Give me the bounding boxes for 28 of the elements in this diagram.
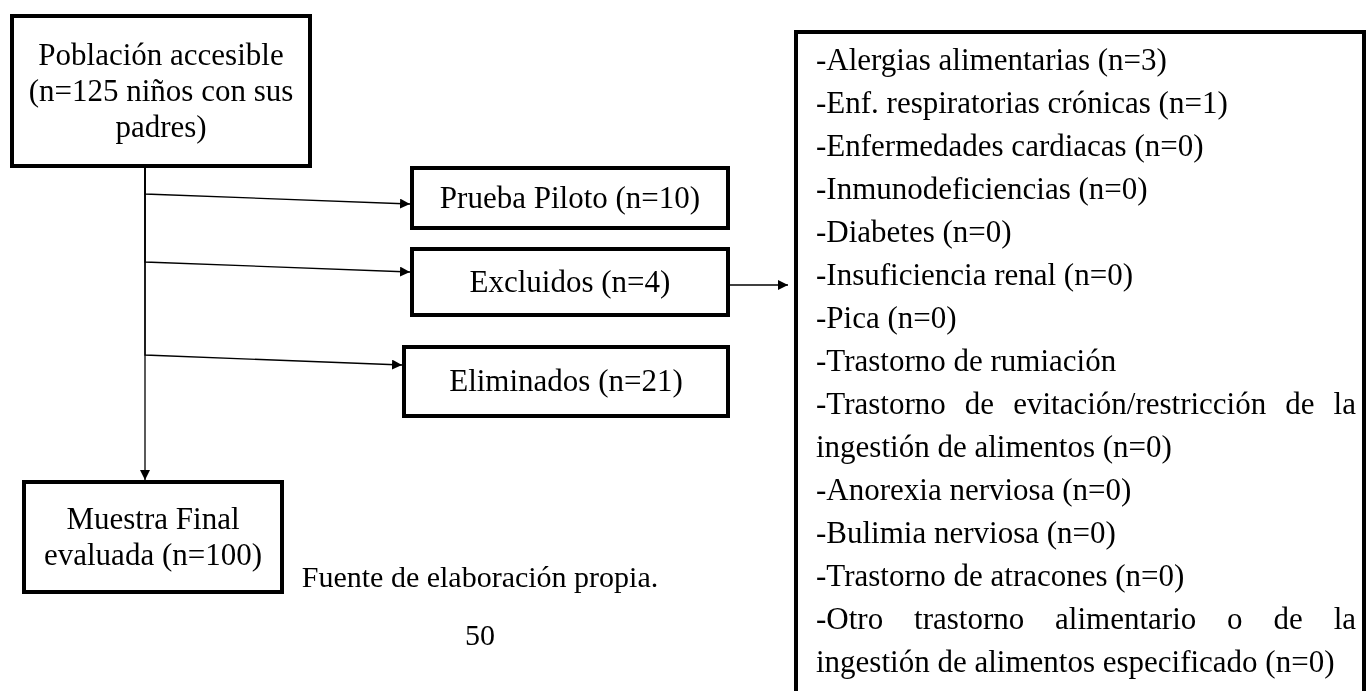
- list-item: -Inmunodeficiencias (n=0): [816, 170, 1149, 208]
- process-box: [402, 345, 730, 418]
- process-box: [410, 166, 730, 230]
- page-number: 50: [465, 618, 495, 652]
- list-item: -Alergias alimentarias (n=3): [816, 41, 1168, 79]
- list-item: -Anorexia nerviosa (n=0): [816, 471, 1133, 509]
- list-item: -Enf. respiratorias crónicas (n=1): [816, 84, 1229, 122]
- box-label: Prueba Piloto (n=10): [439, 179, 701, 217]
- list-item: -Otro trastorno alimentario o de la ingestión de alimentos especificado (n=0): [816, 600, 1356, 681]
- list-item: -Bulimia nerviosa (n=0): [816, 514, 1117, 552]
- criteria-box: [794, 30, 1366, 691]
- source-note: Fuente de elaboración propia.: [301, 560, 659, 594]
- box-label: Muestra Final evaluada (n=100): [43, 500, 263, 574]
- list-item: -Insuficiencia renal (n=0): [816, 256, 1134, 294]
- list-item: -Enfermedades cardiacas (n=0): [816, 127, 1205, 165]
- list-item: -Trastorno de rumiación: [816, 342, 1118, 380]
- list-item: -Diabetes (n=0): [816, 213, 1013, 251]
- process-box: [410, 247, 730, 317]
- arrow: [144, 167, 403, 370]
- process-box: [22, 480, 284, 594]
- box-label: Excluidos (n=4): [469, 263, 671, 301]
- box-label: Eliminados (n=21): [449, 363, 683, 400]
- box-label: Población accesible (n=125 niños con sus padres): [27, 36, 295, 146]
- arrow: [729, 280, 789, 290]
- list-item: -Pica (n=0): [816, 299, 958, 337]
- process-box: [10, 14, 312, 168]
- list-item: -Trastorno de evitación/restricción de la ingestión de alimentos (n=0): [816, 385, 1356, 466]
- list-item: -Trastorno de atracones (n=0): [816, 557, 1186, 595]
